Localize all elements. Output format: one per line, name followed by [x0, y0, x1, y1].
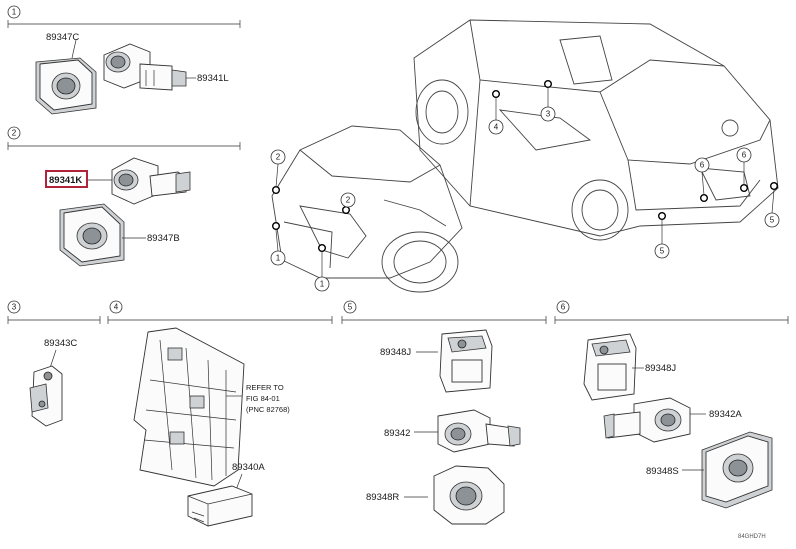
callout-rear-4: 4 — [494, 123, 499, 132]
part-89348R-label[interactable]: 89348R — [366, 492, 399, 503]
part-89348S-image[interactable] — [701, 431, 773, 509]
part-89343C-image[interactable] — [29, 365, 63, 427]
section-6: 6 89348J 89342A 89348S — [554, 300, 789, 509]
part-89348J-image-a[interactable] — [439, 329, 493, 393]
part-89348R-image[interactable] — [433, 465, 505, 525]
diagram-code: 84GHD7H — [738, 534, 766, 540]
refer-fig-label[interactable]: FIG 84-01 — [246, 394, 280, 403]
section-5: 5 89348J 89342 89348R — [341, 300, 547, 525]
car-illustration: 2 2 1 1 3 4 6 6 5 5 — [270, 19, 780, 293]
part-89341L-label[interactable]: 89341L — [197, 73, 229, 84]
callout-rear-5b: 5 — [770, 216, 775, 225]
section-4: 4 REFER TO FIG 84-01 (PNC 82768) 89340A — [107, 300, 333, 527]
section-4-number: 4 — [114, 303, 119, 312]
part-89341L-image[interactable] — [103, 43, 187, 91]
part-89347B-label[interactable]: 89347B — [147, 233, 180, 244]
callout-front-1a: 1 — [276, 254, 281, 263]
section-2-number: 2 — [12, 129, 17, 138]
part-89340A-image[interactable] — [187, 485, 253, 527]
callout-rear-6a: 6 — [700, 161, 705, 170]
sensor-markers — [272, 79, 779, 277]
part-89342-image[interactable] — [437, 409, 521, 453]
section-2: 2 89341K 89347B — [7, 126, 241, 267]
part-89348J-label-b[interactable]: 89348J — [645, 363, 676, 374]
callout-front-2a: 2 — [276, 153, 281, 162]
part-89341K-image[interactable] — [111, 157, 191, 205]
section-6-number: 6 — [561, 303, 566, 312]
refer-pnc-label[interactable]: (PNC 82768) — [246, 405, 290, 414]
section-3: 3 89343C — [7, 300, 101, 427]
part-89342-label[interactable]: 89342 — [384, 428, 410, 439]
part-89347B-image[interactable] — [59, 203, 125, 267]
part-89342A-image[interactable] — [603, 397, 691, 443]
callout-rear-6b: 6 — [742, 151, 747, 160]
part-89343C-label[interactable]: 89343C — [44, 338, 77, 349]
bracket-image — [133, 327, 245, 487]
callout-rear-5a: 5 — [660, 247, 665, 256]
callout-front-1b: 1 — [320, 280, 325, 289]
highlight-box — [45, 170, 88, 188]
part-89348J-label-a[interactable]: 89348J — [380, 347, 411, 358]
callout-numbers: 2 2 1 1 3 4 6 6 5 5 — [270, 106, 780, 292]
callout-front-2b: 2 — [346, 196, 351, 205]
part-89347C-label[interactable]: 89347C — [46, 32, 79, 43]
section-5-number: 5 — [348, 303, 353, 312]
part-89341K-label[interactable]: 89341K — [49, 175, 82, 186]
part-89342A-label[interactable]: 89342A — [709, 409, 742, 420]
section-3-number: 3 — [12, 303, 17, 312]
part-89348S-label[interactable]: 89348S — [646, 466, 679, 477]
section-1-number: 1 — [12, 8, 17, 17]
part-89348J-image-b[interactable] — [583, 333, 637, 401]
refer-to-label[interactable]: REFER TO — [246, 383, 284, 392]
callout-rear-3: 3 — [546, 110, 551, 119]
section-1: 1 89347C 89341L — [7, 5, 241, 115]
part-89340A-label[interactable]: 89340A — [232, 462, 265, 473]
part-89347C-image[interactable] — [35, 57, 97, 115]
